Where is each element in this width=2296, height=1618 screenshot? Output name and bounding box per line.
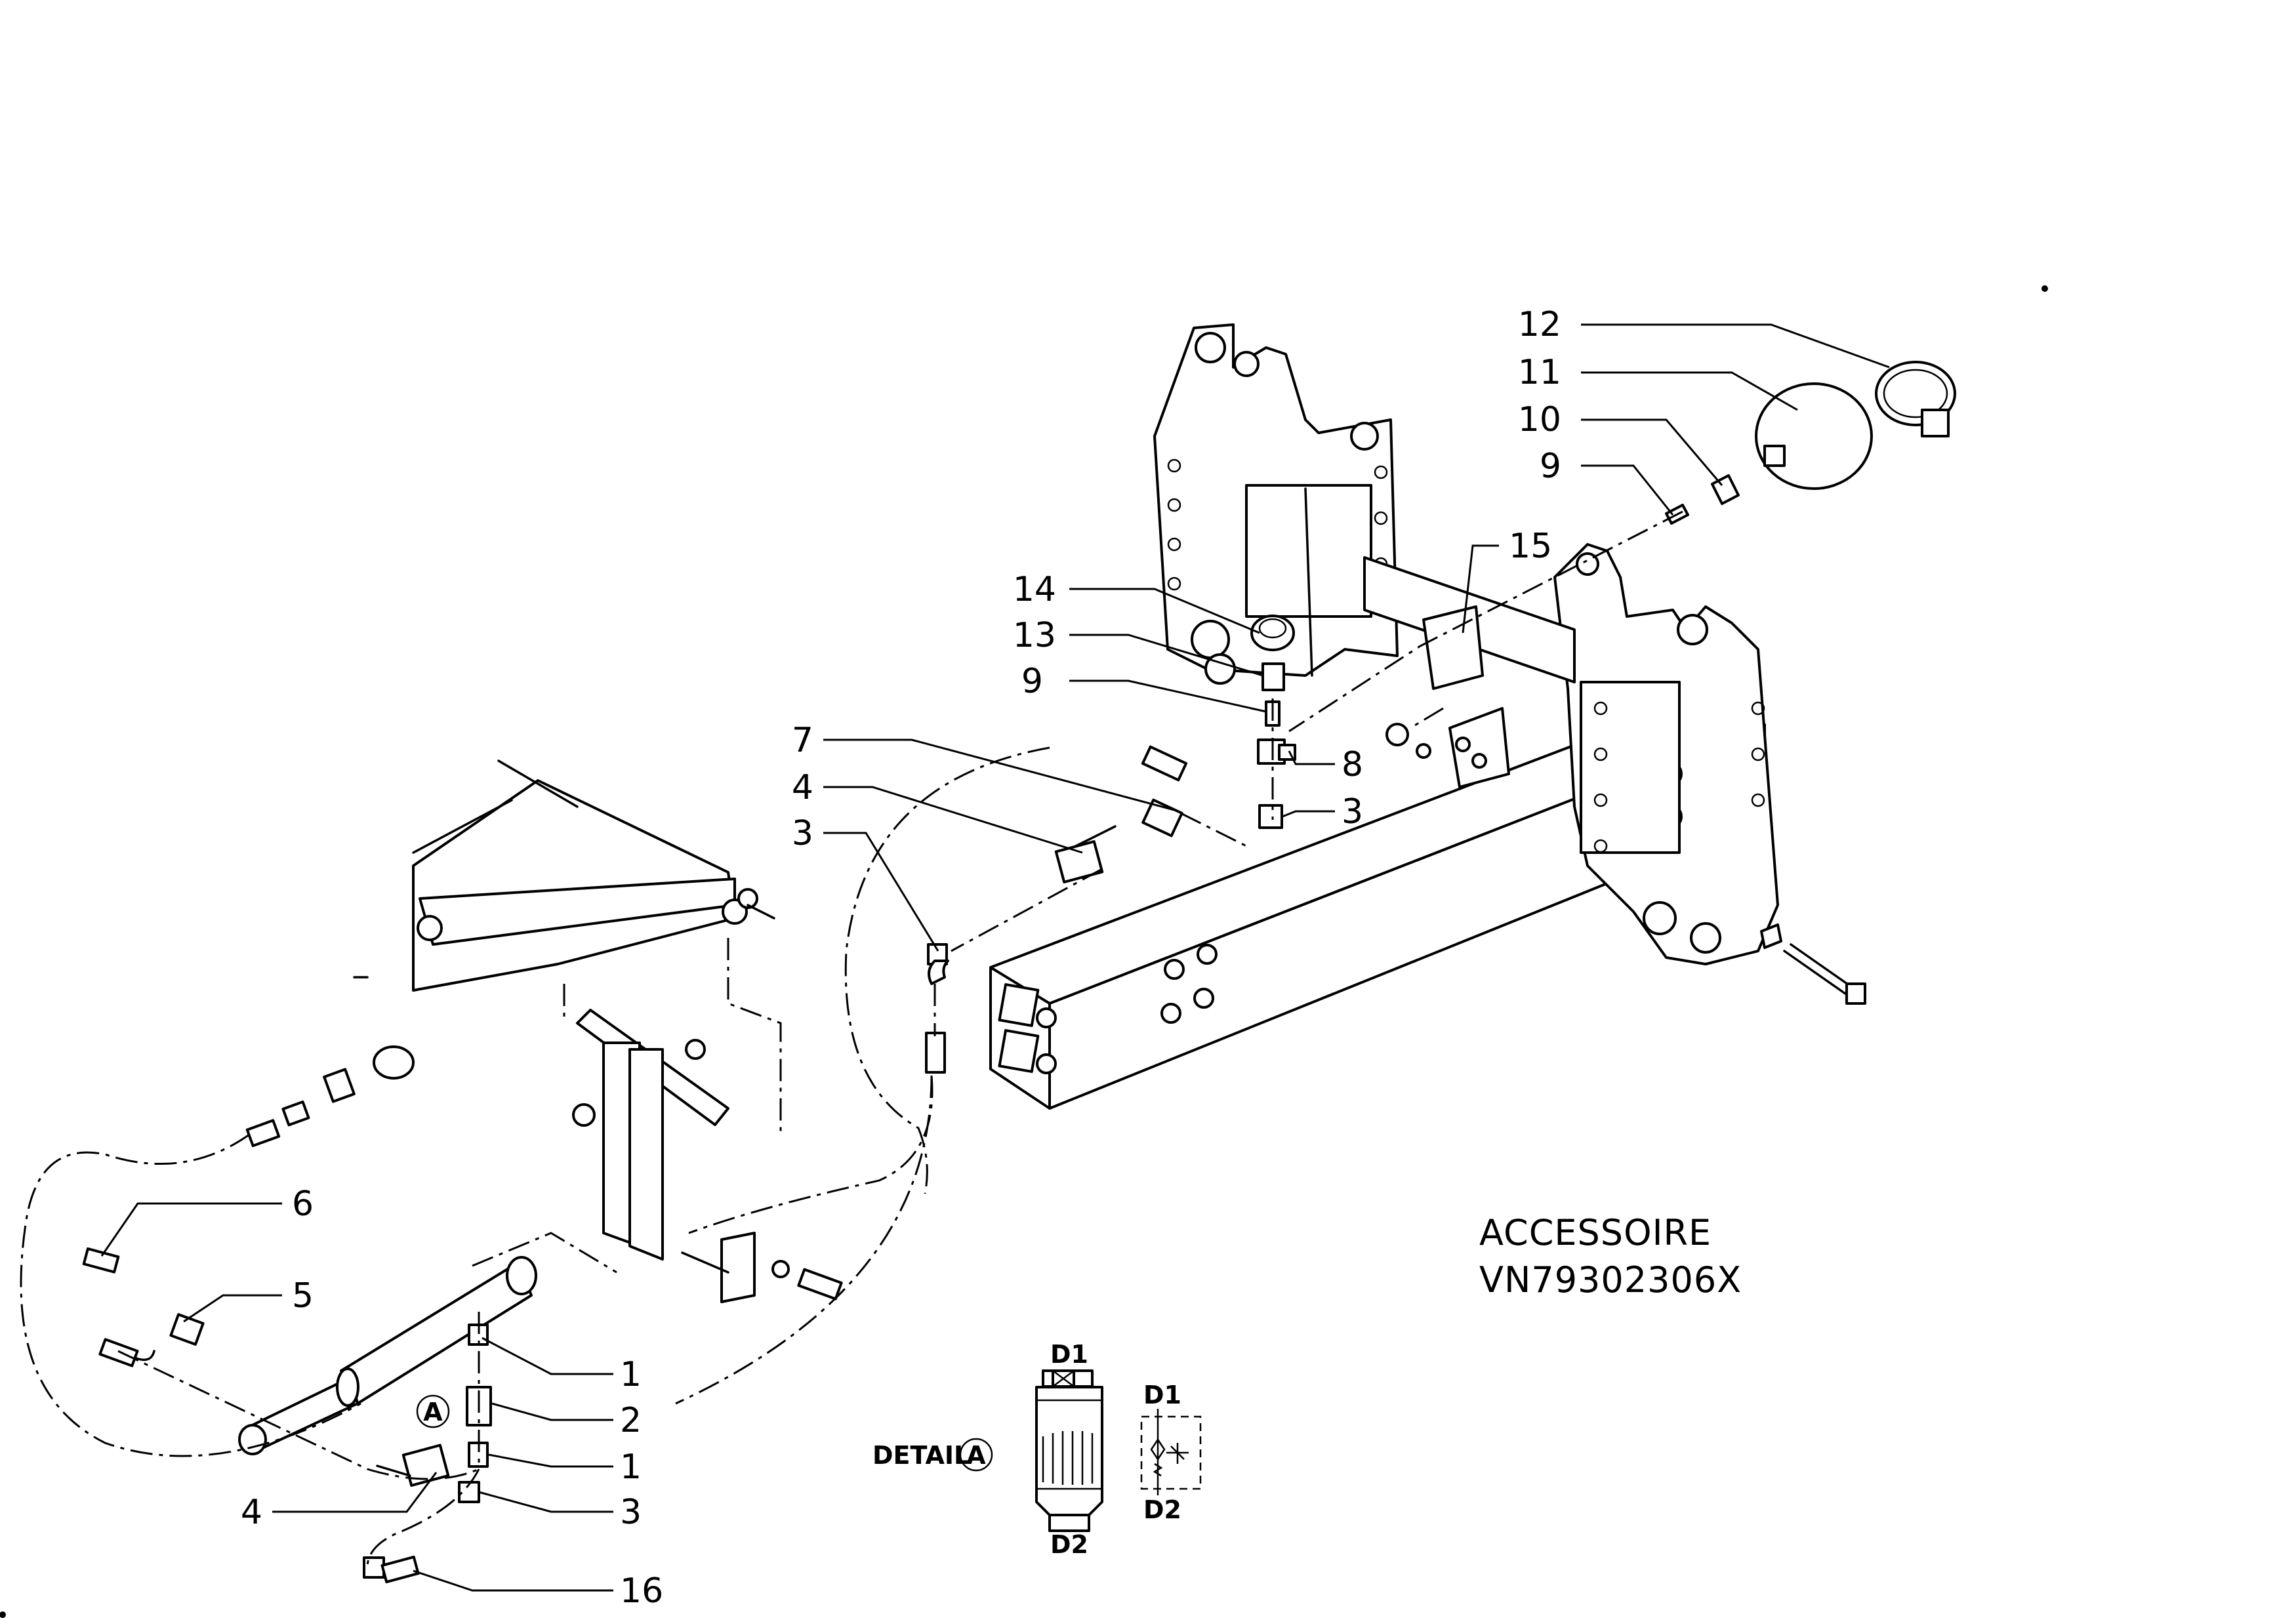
callout-15: 15 — [1509, 527, 1552, 566]
callout-3-low: 3 — [620, 1493, 642, 1532]
coupler-detail-drawing — [1035, 1369, 1103, 1532]
pivot-pin-and-links — [572, 1009, 843, 1303]
leader-lines — [100, 323, 1890, 1592]
hose-clamp-12 — [1875, 361, 1956, 437]
detail-label-circle — [959, 1438, 993, 1472]
callout-11: 11 — [1518, 353, 1561, 392]
callout-1-a: 1 — [620, 1355, 642, 1394]
schematic-d1: D1 — [1143, 1381, 1181, 1409]
hydraulic-cylinder — [238, 1256, 537, 1455]
callout-9-top: 9 — [1540, 447, 1561, 486]
mounting-plate-15 — [1422, 605, 1510, 788]
caption-part-number: VN79302306X — [1479, 1259, 1742, 1301]
callout-3-mid: 3 — [1342, 792, 1363, 832]
detail-a: DETAIL A D1 D2 — [872, 1340, 1202, 1559]
callout-labels: 12 11 10 9 15 14 13 9 8 3 7 4 3 6 5 1 2 … — [241, 305, 1561, 1611]
callout-9-mid: 9 — [1021, 662, 1043, 701]
accumulator-sphere-11 — [1755, 382, 1873, 490]
callout-13: 13 — [1013, 616, 1056, 655]
callout-2: 2 — [620, 1401, 642, 1440]
callout-7: 7 — [792, 721, 813, 760]
svg-text:A: A — [966, 1441, 986, 1470]
callout-12: 12 — [1518, 305, 1561, 344]
caption: ACCESSOIRE VN79302306X — [1479, 1212, 1742, 1301]
stray-dot — [2041, 285, 2048, 292]
callout-4-mid: 4 — [792, 768, 813, 807]
loader-arm — [353, 759, 775, 992]
right-mounting-bracket — [1553, 543, 1779, 965]
schematic-d2: D2 — [1143, 1495, 1181, 1524]
svg-text:A: A — [423, 1398, 443, 1426]
callout-10: 10 — [1518, 400, 1561, 439]
callout-4-low: 4 — [241, 1493, 262, 1532]
callout-5: 5 — [292, 1276, 314, 1316]
detail-a-marker: A — [416, 1394, 450, 1428]
port-d2-bottom: D2 — [1050, 1530, 1088, 1559]
left-mounting-bracket — [1153, 323, 1399, 685]
callout-3-left: 3 — [792, 814, 813, 853]
callout-1-b: 1 — [620, 1447, 642, 1487]
valve-schematic-symbol — [1140, 1409, 1202, 1495]
detail-label: DETAIL — [872, 1441, 970, 1470]
hose-end-fittings-mid — [925, 745, 1188, 1074]
cap-14 — [1250, 615, 1295, 651]
caption-title: ACCESSOIRE — [1479, 1212, 1712, 1253]
elbow-3-mid — [1258, 804, 1283, 829]
callout-14: 14 — [1013, 570, 1056, 609]
fastener-bolt-right — [1385, 723, 1866, 1005]
port-d1-top: D1 — [1050, 1340, 1088, 1369]
callout-6: 6 — [292, 1184, 314, 1224]
callout-8: 8 — [1342, 745, 1363, 784]
stray-dot-corner — [0, 1611, 6, 1618]
callout-16: 16 — [620, 1571, 663, 1611]
fitting-13 — [1261, 662, 1285, 691]
quick-coupler-fittings-left — [82, 1045, 415, 1367]
hydraulic-lines — [20, 510, 1683, 1568]
